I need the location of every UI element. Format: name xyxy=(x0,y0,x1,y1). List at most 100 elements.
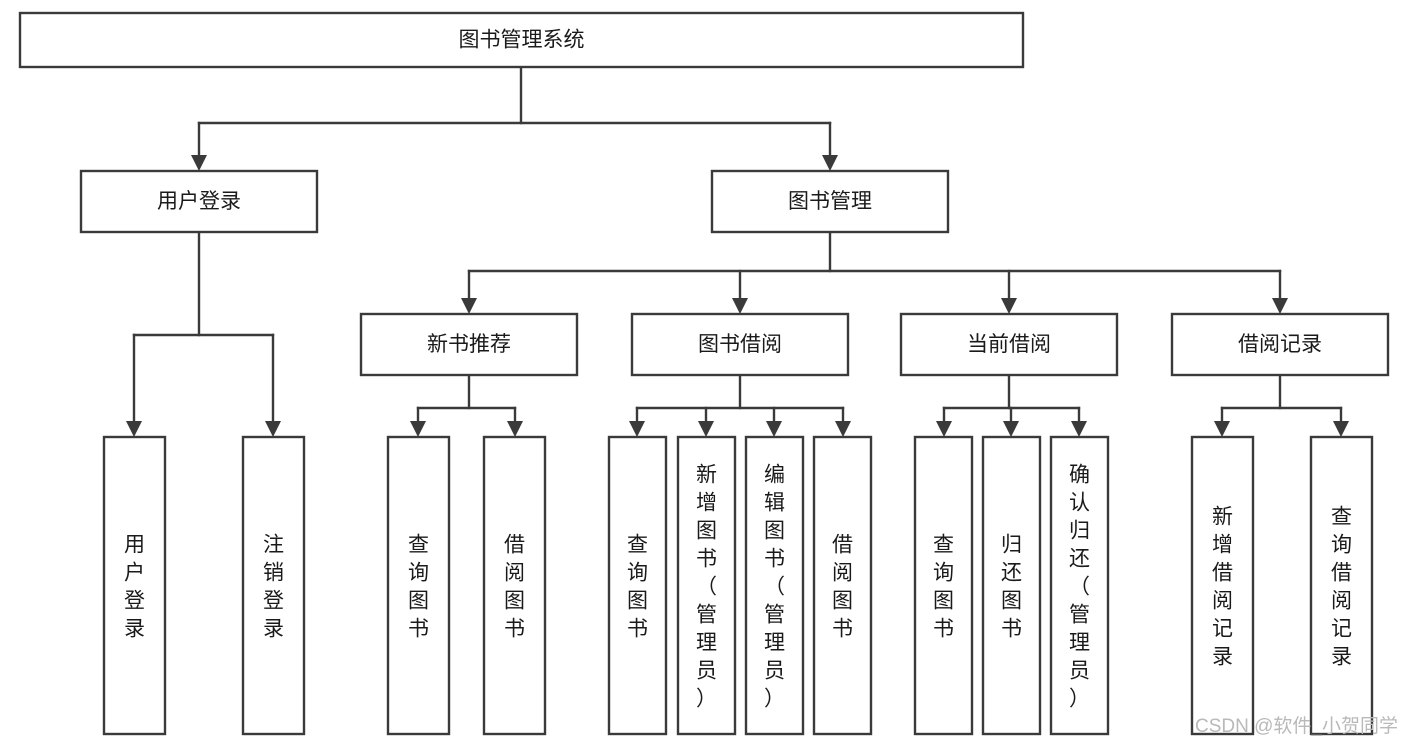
node-leaf-leaf-edit-book-admin-label-char-2: 图 xyxy=(764,520,785,543)
node-level3-book-borrow-box[interactable] xyxy=(630,312,850,377)
node-level2-book-manage-label: 图书管理 xyxy=(788,190,872,213)
node-leaf-leaf-query-book-cur-label-char-2: 图 xyxy=(933,590,954,613)
node-leaf-leaf-borrow-book-rec-label-char-3: 书 xyxy=(504,618,525,641)
connector-user-login-drop-0-arrowhead xyxy=(126,421,142,437)
node-leaf-leaf-return-book-box[interactable] xyxy=(981,435,1042,736)
node-leaf-leaf-add-borrow-record-label-char-0: 新 xyxy=(1212,506,1233,529)
node-leaf-leaf-confirm-return-admin-label-char-4: （ xyxy=(1069,576,1090,599)
connector-root-drop-1-arrowhead xyxy=(822,155,838,171)
node-leaf-leaf-query-borrow-record-label-char-4: 记 xyxy=(1331,618,1352,641)
node-root-root[interactable]: 图书管理系统 xyxy=(18,11,1025,69)
connector-leaf-drop-6-arrowhead xyxy=(936,421,952,437)
node-level2-book-manage[interactable]: 图书管理 xyxy=(710,169,950,234)
node-leaf-leaf-query-book-label-char-0: 查 xyxy=(627,534,648,557)
node-leaf-leaf-add-borrow-record-box[interactable] xyxy=(1190,435,1255,736)
node-leaf-leaf-query-book-rec-label-char-3: 书 xyxy=(408,618,429,641)
node-level3-new-book-rec-box[interactable] xyxy=(359,312,579,377)
node-leaf-leaf-return-book-label-char-1: 还 xyxy=(1001,562,1022,585)
node-leaf-leaf-logout-box[interactable] xyxy=(241,435,306,736)
connector-user-login-drop-1-arrowhead xyxy=(265,421,281,437)
connector-leaf-drop-1-arrowhead xyxy=(507,421,523,437)
connector-leaf-drop-3-arrowhead xyxy=(698,421,714,437)
node-leaf-leaf-return-book-label-char-2: 图 xyxy=(1001,590,1022,613)
node-leaf-leaf-user-login-label-char-3: 录 xyxy=(124,618,145,641)
node-leaf-leaf-borrow-book-box[interactable] xyxy=(812,435,873,736)
node-leaf-leaf-add-book-admin-label-char-8: ） xyxy=(696,688,717,711)
connector-root-drop-0-arrowhead xyxy=(191,155,207,171)
node-level2-user-login-box[interactable] xyxy=(79,169,319,234)
node-leaf-leaf-confirm-return-admin-label-char-1: 认 xyxy=(1069,492,1090,515)
connector-book-manage-drop-0-arrowhead xyxy=(461,298,477,314)
node-level3-current-borrow[interactable]: 当前借阅 xyxy=(899,312,1119,377)
node-leaf-leaf-user-login[interactable]: 用户登录 xyxy=(102,435,167,736)
node-leaf-leaf-borrow-book-label-char-3: 书 xyxy=(832,618,853,641)
node-level3-book-borrow[interactable]: 图书借阅 xyxy=(630,312,850,377)
node-leaf-leaf-user-login-box[interactable] xyxy=(102,435,167,736)
node-leaf-leaf-edit-book-admin-label-char-5: 管 xyxy=(764,604,785,627)
node-leaf-leaf-query-book-rec-box[interactable] xyxy=(386,435,451,736)
node-level3-current-borrow-box[interactable] xyxy=(899,312,1119,377)
node-leaf-leaf-edit-book-admin-label-char-0: 编 xyxy=(764,464,785,487)
node-leaf-leaf-confirm-return-admin-label-char-2: 归 xyxy=(1069,520,1090,543)
node-level2-book-manage-box[interactable] xyxy=(710,169,950,234)
node-leaf-leaf-query-book-cur-label-char-3: 书 xyxy=(933,618,954,641)
node-level3-borrow-record[interactable]: 借阅记录 xyxy=(1170,312,1390,377)
node-leaf-leaf-query-book-label-char-3: 书 xyxy=(627,618,648,641)
node-leaf-leaf-edit-book-admin-box[interactable] xyxy=(744,435,805,736)
connector-leaf-drop-4-arrowhead xyxy=(766,421,782,437)
node-leaf-leaf-query-book-rec-label-char-0: 查 xyxy=(408,534,429,557)
node-leaf-leaf-query-borrow-record-box[interactable] xyxy=(1309,435,1374,736)
node-level3-borrow-record-box[interactable] xyxy=(1170,312,1390,377)
node-leaf-leaf-add-book-admin-box[interactable] xyxy=(676,435,737,736)
node-leaf-leaf-add-borrow-record-label-char-2: 借 xyxy=(1212,562,1233,585)
node-leaf-leaf-confirm-return-admin-label-char-6: 理 xyxy=(1069,632,1090,655)
node-level3-new-book-rec[interactable]: 新书推荐 xyxy=(359,312,579,377)
node-leaf-leaf-edit-book-admin-label-char-3: 书 xyxy=(764,548,785,571)
node-leaf-leaf-query-book-label-char-1: 询 xyxy=(627,562,648,585)
node-leaf-leaf-confirm-return-admin-box[interactable] xyxy=(1049,435,1110,736)
node-leaf-leaf-query-book-rec-label-char-2: 图 xyxy=(408,590,429,613)
node-leaf-leaf-add-book-admin-label-char-4: （ xyxy=(696,576,717,599)
connector-leaf-drop-0-arrowhead xyxy=(410,421,426,437)
node-leaf-leaf-borrow-book-rec-box[interactable] xyxy=(482,435,547,736)
node-leaf-leaf-query-borrow-record-label-char-3: 阅 xyxy=(1331,590,1352,613)
node-leaf-leaf-borrow-book-label-char-0: 借 xyxy=(832,534,853,557)
csdn-watermark: CSDN @软件_小贺同学 xyxy=(1195,715,1398,737)
node-leaf-leaf-confirm-return-admin-label-char-0: 确 xyxy=(1069,464,1090,487)
node-leaf-leaf-query-book-cur-box[interactable] xyxy=(913,435,974,736)
node-leaf-leaf-query-book-box[interactable] xyxy=(607,435,668,736)
connector-book-manage-drop-3-arrowhead xyxy=(1272,298,1288,314)
node-leaf-leaf-query-book-label-char-2: 图 xyxy=(627,590,648,613)
node-leaf-leaf-borrow-book-rec-label-char-2: 图 xyxy=(504,590,525,613)
node-level2-user-login[interactable]: 用户登录 xyxy=(79,169,319,234)
node-leaf-leaf-borrow-book-rec-label-char-0: 借 xyxy=(504,534,525,557)
node-leaf-leaf-edit-book-admin-label-char-6: 理 xyxy=(764,632,785,655)
node-leaf-leaf-query-borrow-record-label-char-2: 借 xyxy=(1331,562,1352,585)
node-leaf-leaf-borrow-book-label-char-2: 图 xyxy=(832,590,853,613)
node-leaf-leaf-query-borrow-record-label-char-5: 录 xyxy=(1331,646,1352,669)
node-leaf-leaf-add-book-admin-label-char-7: 员 xyxy=(696,660,717,683)
node-leaf-leaf-borrow-book-label-char-1: 阅 xyxy=(832,562,853,585)
connector-leaf-drop-2-arrowhead xyxy=(629,421,645,437)
node-leaf-leaf-add-book-admin-label-char-5: 管 xyxy=(696,604,717,627)
node-root-root-box[interactable] xyxy=(18,11,1025,69)
connector-leaf-drop-9-arrowhead xyxy=(1214,421,1230,437)
node-level3-current-borrow-label: 当前借阅 xyxy=(967,333,1051,356)
node-leaf-leaf-user-login-label-char-2: 登 xyxy=(124,590,145,613)
node-leaf-leaf-logout-label-char-2: 登 xyxy=(263,590,284,613)
node-leaf-leaf-confirm-return-admin-label-char-5: 管 xyxy=(1069,604,1090,627)
node-level3-book-borrow-label: 图书借阅 xyxy=(698,333,782,356)
